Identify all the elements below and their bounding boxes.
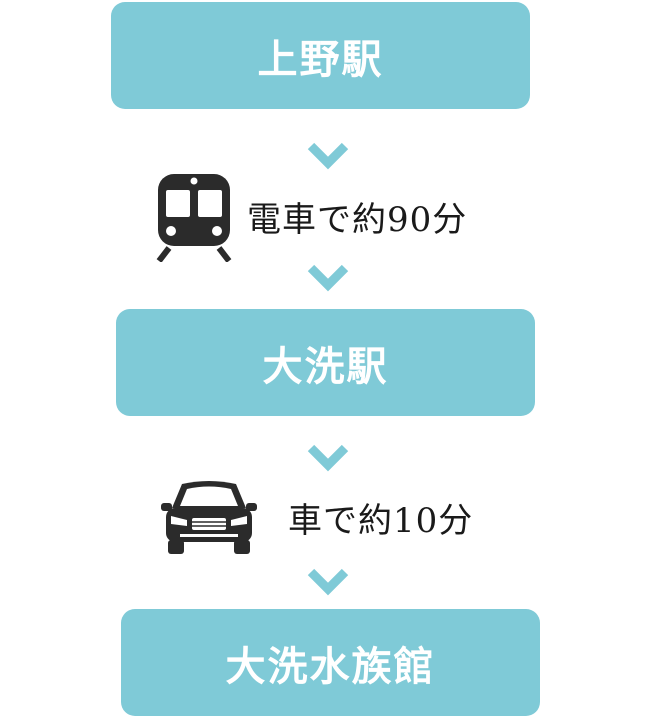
- step-train: 電車で約90分: [155, 170, 467, 262]
- car-icon: [161, 481, 257, 554]
- station-box-ueno: 上野駅: [111, 2, 530, 109]
- step-car: 車で約10分: [160, 478, 473, 556]
- chevron-down-icon: [307, 442, 349, 472]
- chevron-down-icon: [307, 140, 349, 170]
- station-label: 大洗駅: [262, 342, 389, 390]
- step-label: 電車で約90分: [247, 199, 468, 240]
- station-label: 大洗水族館: [225, 642, 436, 690]
- train-icon: [156, 174, 232, 262]
- station-label: 上野駅: [257, 35, 384, 83]
- chevron-down-icon: [307, 262, 349, 292]
- station-box-oarai: 大洗駅: [116, 309, 535, 416]
- chevron-down-icon: [307, 566, 349, 596]
- station-box-aquarium: 大洗水族館: [121, 609, 540, 716]
- step-label: 車で約10分: [288, 500, 474, 541]
